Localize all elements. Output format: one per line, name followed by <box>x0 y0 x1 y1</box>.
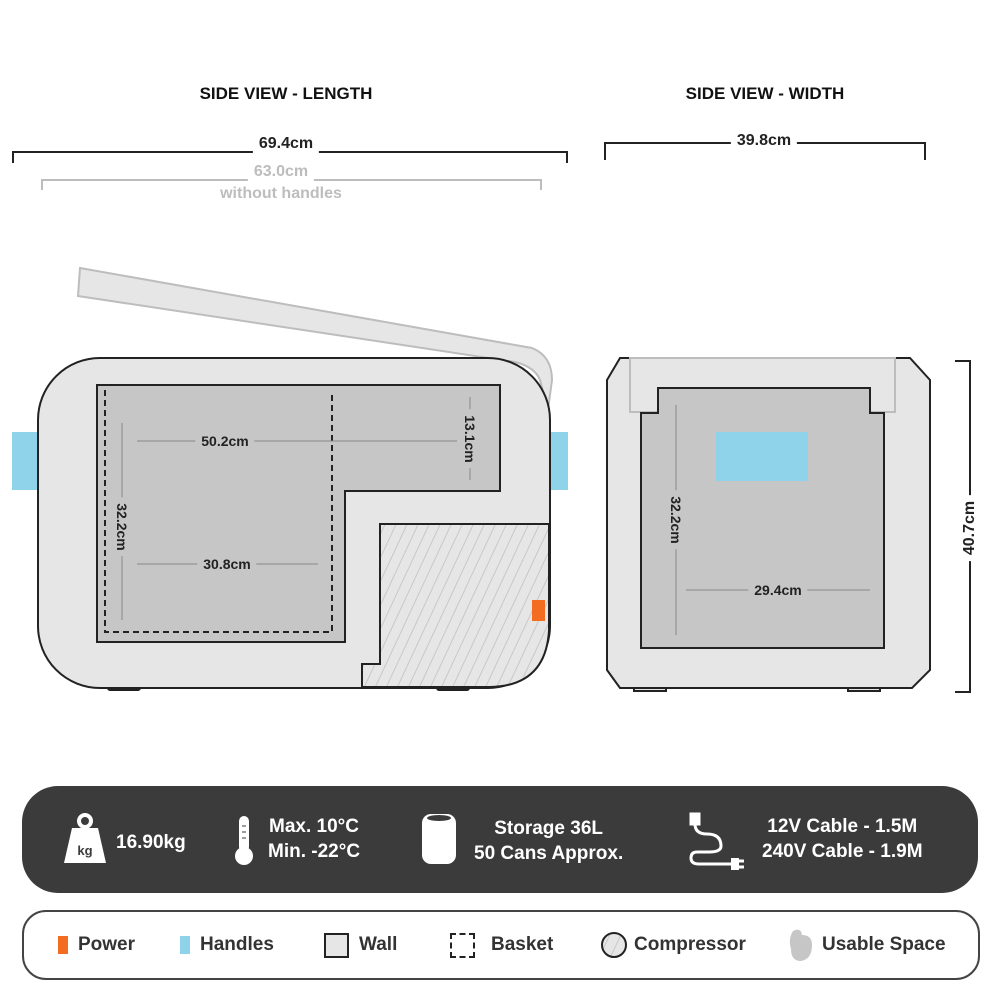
power-port <box>532 600 545 621</box>
compressor-swatch <box>601 932 627 958</box>
usable-space <box>640 387 885 649</box>
spec-bar: kg 16.90kg Max. 10°C Min. -22°C Storage … <box>22 786 978 893</box>
power-cable-icon <box>689 812 744 870</box>
cable-240v: 240V Cable - 1.9M <box>762 841 923 862</box>
overall-length-label: 69.4cm <box>252 135 320 153</box>
legend-item-usable-space: Usable Space <box>788 912 946 978</box>
min-temperature: Min. -22°C <box>268 841 361 862</box>
usable-space-swatch <box>789 929 812 961</box>
cable-info: 12V Cable - 1.5M 240V Cable - 1.9M <box>762 814 923 864</box>
storage-info: Storage 36L 50 Cans Approx. <box>474 816 623 866</box>
weight-kg-icon: kg <box>64 813 106 863</box>
overall-width-label: 39.8cm <box>730 132 798 150</box>
width-view <box>606 357 931 692</box>
svg-text:kg: kg <box>77 843 92 858</box>
side-view-width-title: SIDE VIEW - WIDTH <box>685 84 845 103</box>
legend-label: Power <box>78 934 136 955</box>
temperature-range: Max. 10°C Min. -22°C <box>268 814 360 864</box>
legend-label: Compressor <box>634 934 746 955</box>
legend-item-compressor: Compressor <box>600 912 746 978</box>
basket-outline <box>104 390 333 633</box>
can-icon <box>422 814 456 864</box>
inner-step-height-label: 13.1cm <box>462 409 478 469</box>
basket-swatch <box>450 932 475 958</box>
without-handles-note: without handles <box>220 185 342 202</box>
max-temperature: Max. 10°C <box>269 816 360 837</box>
compressor-area <box>361 523 550 688</box>
legend-item-wall: Wall <box>324 912 397 978</box>
thermometer-icon <box>235 816 253 865</box>
can-capacity: 50 Cans Approx. <box>474 843 624 864</box>
diagram-drawing <box>12 142 971 693</box>
handles-swatch <box>180 936 190 954</box>
inner-bottom-length-label: 30.8cm <box>197 556 257 572</box>
weight-value: 16.90kg <box>116 832 186 853</box>
handle <box>716 432 808 481</box>
legend-label: Usable Space <box>822 934 946 955</box>
power-swatch <box>58 936 68 954</box>
length-without-handles-label: 63.0cm <box>247 163 315 181</box>
length-view <box>12 266 568 691</box>
inner-width-label: 29.4cm <box>748 582 808 598</box>
side-view-length-title: SIDE VIEW - LENGTH <box>199 84 373 103</box>
wall-swatch <box>324 932 349 958</box>
inner-depth-width-label: 32.2cm <box>668 490 684 550</box>
handle-right <box>548 432 568 490</box>
overall-height-label: 40.7cm <box>961 494 979 562</box>
legend-item-basket: Basket <box>450 912 553 978</box>
inner-depth-length-label: 32.2cm <box>114 497 130 557</box>
legend-item-handles: Handles <box>180 912 274 978</box>
inner-top-length-label: 50.2cm <box>195 433 255 449</box>
legend-item-power: Power <box>58 912 135 978</box>
cable-12v: 12V Cable - 1.5M <box>767 816 918 837</box>
usable-space <box>96 384 501 643</box>
legend-label: Handles <box>200 934 274 955</box>
legend-label: Basket <box>491 934 554 955</box>
overall-length-dimension-line <box>12 151 568 163</box>
storage-capacity: Storage 36L <box>494 818 603 839</box>
legend-label: Wall <box>359 934 398 955</box>
legend: Power Handles Wall Basket Compressor Usa… <box>22 910 980 980</box>
handle-left <box>12 432 40 490</box>
